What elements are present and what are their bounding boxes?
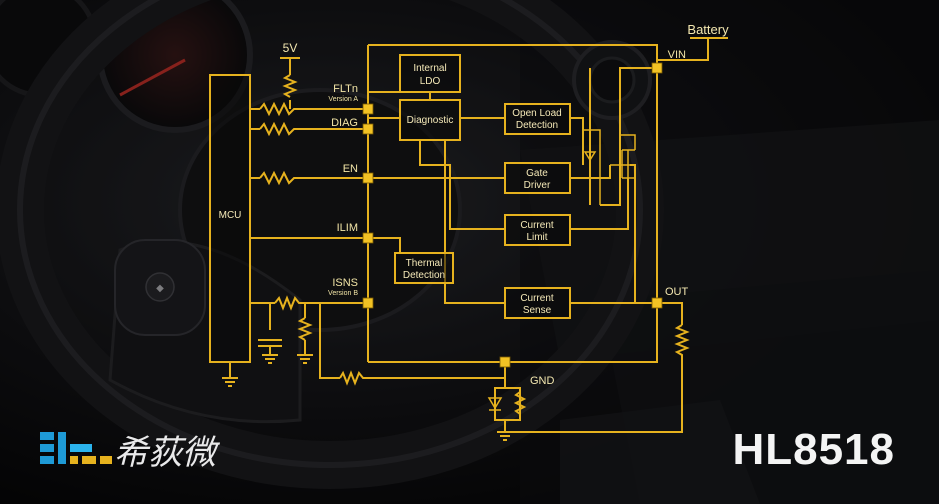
thermal-detection-block: Thermal Detection	[394, 252, 454, 284]
gnd-pin	[499, 356, 511, 368]
svg-text:◆: ◆	[156, 283, 164, 294]
gate-driver-label-line1: Gate	[526, 168, 548, 179]
en-resistor	[259, 170, 300, 186]
ground-symbols	[222, 354, 513, 441]
load-resistor	[674, 324, 690, 358]
internal-ldo-label-line1: Internal	[413, 63, 446, 74]
current-limit-label-line1: Current	[520, 220, 554, 231]
ic-pins	[362, 62, 663, 368]
company-logo: 希荻微	[40, 432, 221, 473]
pullup-resistor	[282, 74, 298, 98]
en-pin	[362, 172, 374, 184]
out-pin-label: OUT	[665, 286, 689, 298]
diag-pin	[362, 123, 374, 135]
thermal-label-line2: Detection	[403, 270, 445, 281]
diag-resistor	[259, 121, 300, 137]
en-pin-label: EN	[343, 163, 358, 175]
fltn-version-label: Version A	[328, 96, 358, 103]
fltn-resistor	[259, 101, 300, 117]
mcu-block	[209, 74, 251, 363]
open-load-detection-block: Open Load Detection	[504, 103, 571, 135]
open-load-label-line1: Open Load	[512, 108, 562, 119]
mcu-label: MCU	[219, 210, 242, 221]
isns-series-resistor	[274, 295, 305, 311]
diag-pin-label: DIAG	[331, 117, 358, 129]
current-sense-block: Current Sense	[504, 287, 571, 319]
fltn-pin	[362, 103, 374, 115]
gnd-diode	[487, 397, 503, 410]
thermal-label-line1: Thermal	[406, 258, 443, 269]
gnd-pin-label: GND	[530, 375, 555, 387]
gnd-network-resistor	[513, 391, 527, 415]
vin-pin	[651, 62, 663, 74]
gnd-resistor	[339, 370, 365, 386]
logo-mark-icon	[40, 432, 112, 464]
diagnostic-block: Diagnostic	[399, 99, 461, 141]
isns-pin	[362, 297, 374, 309]
internal-ldo-block: Internal LDO	[399, 54, 461, 93]
diodes	[487, 151, 597, 411]
current-limit-label-line2: Limit	[526, 232, 547, 243]
ilim-pin-label: ILIM	[337, 222, 358, 234]
body-diode	[583, 151, 597, 162]
steering-control-buttons: ◆	[114, 239, 206, 336]
resistors	[259, 74, 690, 415]
logo-text: 希荻微	[114, 433, 221, 473]
battery-label: Battery	[687, 22, 729, 37]
product-name: HL8518	[732, 425, 895, 474]
supply-5v-label: 5V	[283, 41, 298, 55]
isns-pin-label: ISNS	[332, 277, 358, 289]
current-sense-label-line1: Current	[520, 293, 554, 304]
current-limit-block: Current Limit	[504, 214, 571, 246]
ilim-pin	[362, 232, 374, 244]
diagnostic-label: Diagnostic	[407, 115, 454, 126]
open-load-label-line2: Detection	[516, 120, 558, 131]
isns-sense-resistor	[297, 317, 313, 341]
out-pin	[651, 297, 663, 309]
gate-driver-label-line2: Driver	[524, 180, 551, 191]
current-sense-label-line2: Sense	[523, 305, 552, 316]
power-mosfet-symbol	[620, 134, 636, 179]
isns-version-label: Version B	[328, 290, 358, 297]
internal-ldo-label-line2: LDO	[420, 76, 441, 87]
vin-pin-label: VIN	[668, 49, 686, 61]
fltn-pin-label: FLTn	[333, 83, 358, 95]
gate-driver-block: Gate Driver	[504, 162, 571, 194]
